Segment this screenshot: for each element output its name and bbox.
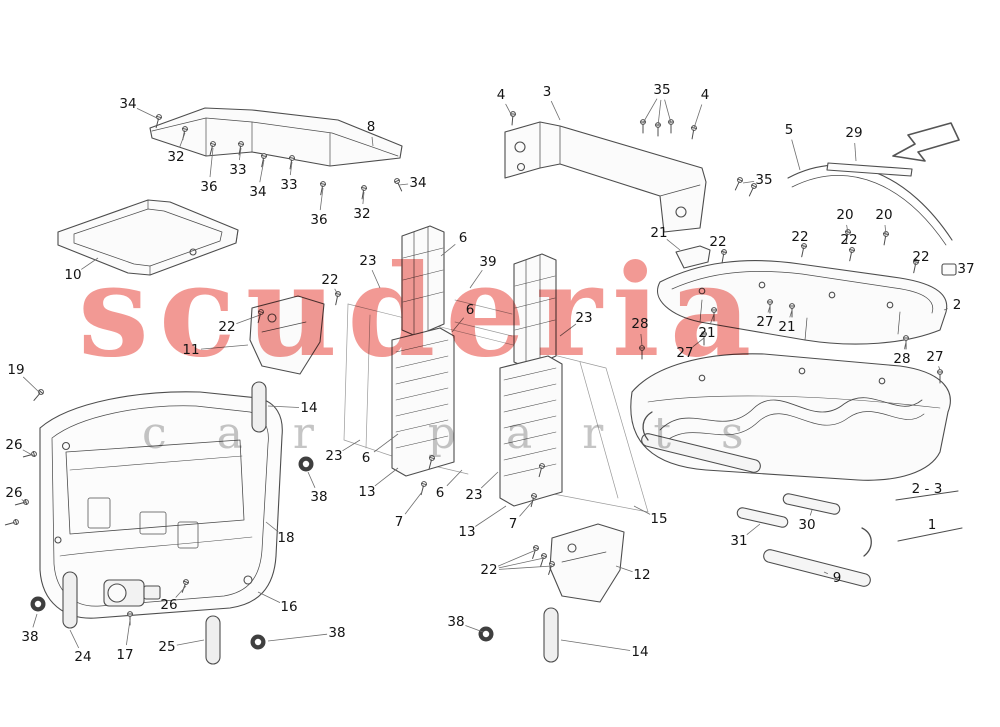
callout-21[interactable]: 21: [778, 319, 796, 335]
callout-7[interactable]: 7: [394, 514, 404, 530]
callout-37[interactable]: 37: [957, 261, 975, 277]
callout-35[interactable]: 35: [755, 172, 773, 188]
callout-22[interactable]: 22: [321, 272, 339, 288]
callout-22[interactable]: 22: [709, 234, 727, 250]
callout-19[interactable]: 19: [7, 362, 25, 378]
callout-27[interactable]: 27: [676, 345, 694, 361]
callout-34[interactable]: 34: [409, 175, 427, 191]
callout-24[interactable]: 24: [74, 649, 92, 665]
callout-27[interactable]: 27: [926, 349, 944, 365]
callout-22[interactable]: 22: [791, 229, 809, 245]
callout-8[interactable]: 8: [366, 119, 376, 135]
callout-31[interactable]: 31: [730, 533, 748, 549]
callout-2[interactable]: 2: [952, 297, 962, 313]
callout-26[interactable]: 26: [160, 597, 178, 613]
callout-23[interactable]: 23: [465, 487, 483, 503]
part-13-rail-lower-right: [499, 355, 563, 507]
callout-15[interactable]: 15: [650, 511, 668, 527]
buffer-cylinders: [62, 381, 559, 665]
callout-28[interactable]: 28: [893, 351, 911, 367]
callout-29[interactable]: 29: [845, 125, 863, 141]
part-8-parcel-shelf-trim: [149, 107, 403, 167]
callout-10[interactable]: 10: [64, 267, 82, 283]
callout-23[interactable]: 23: [325, 448, 343, 464]
back-arrow-icon[interactable]: [885, 118, 965, 170]
callout-39[interactable]: 39: [479, 254, 497, 270]
callout-38[interactable]: 38: [447, 614, 465, 630]
callout-35[interactable]: 35: [653, 82, 671, 98]
callout-32[interactable]: 32: [353, 206, 371, 222]
callout-9[interactable]: 9: [832, 570, 842, 586]
callout-27[interactable]: 27: [756, 314, 774, 330]
part-15-bulkhead-frame: [343, 299, 649, 513]
part-5-29-weatherstrips: [787, 162, 953, 246]
part-11-side-bracket: [249, 295, 325, 375]
callout-38[interactable]: 38: [21, 629, 39, 645]
part-16-18-inner-panel: [39, 391, 283, 619]
callout-34[interactable]: 34: [249, 184, 267, 200]
callout-11[interactable]: 11: [182, 342, 200, 358]
part-6-rail-upper-right: [513, 253, 557, 369]
callout-30[interactable]: 30: [798, 517, 816, 533]
callout-7[interactable]: 7: [508, 516, 518, 532]
tubes-and-struts: [641, 411, 872, 587]
callout-28[interactable]: 28: [631, 316, 649, 332]
part-12-side-bracket: [549, 523, 625, 603]
callout-21[interactable]: 21: [698, 325, 716, 341]
callout-22[interactable]: 22: [218, 319, 236, 335]
callout-14[interactable]: 14: [631, 644, 649, 660]
callout-23[interactable]: 23: [575, 310, 593, 326]
callout-13[interactable]: 13: [458, 524, 476, 540]
part-37-clip: [941, 263, 957, 276]
callout-2-3[interactable]: 2 - 3: [911, 481, 943, 497]
assembly-group-lines: [895, 490, 963, 542]
callout-1[interactable]: 1: [927, 517, 937, 533]
callout-6[interactable]: 6: [435, 485, 445, 501]
callout-20[interactable]: 20: [875, 207, 893, 223]
callout-22[interactable]: 22: [840, 232, 858, 248]
callout-6[interactable]: 6: [465, 302, 475, 318]
callout-6[interactable]: 6: [458, 230, 468, 246]
callout-23[interactable]: 23: [359, 253, 377, 269]
callout-33[interactable]: 33: [280, 177, 298, 193]
callout-4[interactable]: 4: [496, 87, 506, 103]
callout-26[interactable]: 26: [5, 437, 23, 453]
part-6-rail-upper-left: [401, 225, 445, 337]
callout-14[interactable]: 14: [300, 400, 318, 416]
callout-34[interactable]: 34: [119, 96, 137, 112]
part-2-rear-panel: [657, 245, 948, 345]
callout-25[interactable]: 25: [158, 639, 176, 655]
callout-36[interactable]: 36: [310, 212, 328, 228]
callout-20[interactable]: 20: [836, 207, 854, 223]
callout-5[interactable]: 5: [784, 122, 794, 138]
callout-17[interactable]: 17: [116, 647, 134, 663]
callout-32[interactable]: 32: [167, 149, 185, 165]
callout-16[interactable]: 16: [280, 599, 298, 615]
part-3-crossmember-bracket: [504, 121, 707, 233]
part-13-rail-lower-left: [391, 327, 455, 477]
callout-38[interactable]: 38: [310, 489, 328, 505]
callout-22[interactable]: 22: [912, 249, 930, 265]
callout-4[interactable]: 4: [700, 87, 710, 103]
callout-38[interactable]: 38: [328, 625, 346, 641]
callout-22[interactable]: 22: [480, 562, 498, 578]
callout-36[interactable]: 36: [200, 179, 218, 195]
callout-26[interactable]: 26: [5, 485, 23, 501]
callout-6[interactable]: 6: [361, 450, 371, 466]
callout-18[interactable]: 18: [277, 530, 295, 546]
callout-21[interactable]: 21: [650, 225, 668, 241]
callout-3[interactable]: 3: [542, 84, 552, 100]
part-17-motor: [103, 579, 161, 607]
callout-13[interactable]: 13: [358, 484, 376, 500]
callout-33[interactable]: 33: [229, 162, 247, 178]
callout-12[interactable]: 12: [633, 567, 651, 583]
part-10-frame-seal: [57, 199, 239, 276]
part-1-floor-panel: [630, 353, 951, 481]
